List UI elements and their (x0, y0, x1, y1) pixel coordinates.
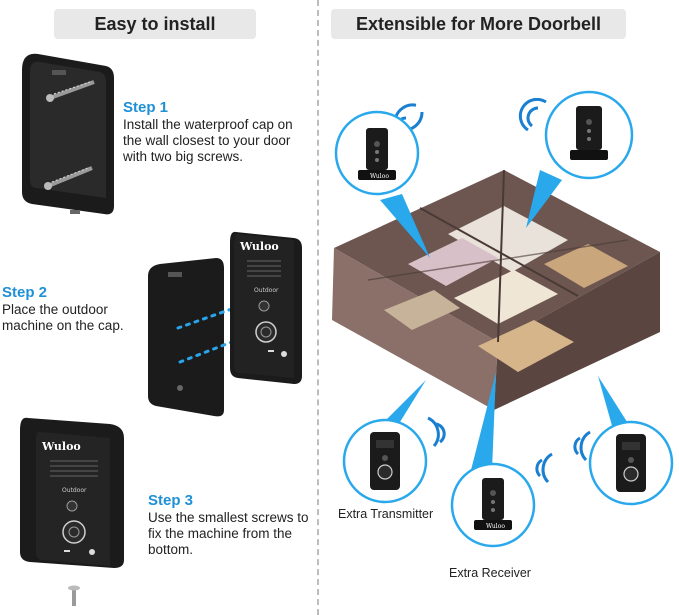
receiver-circle-bottom: Wuloo (450, 462, 536, 548)
screw-icon (44, 166, 93, 190)
transmitter-circle-right (588, 420, 674, 506)
transmitter-circle-left (342, 418, 428, 504)
step-3-title: Step 3 (148, 492, 194, 509)
outdoor-unit-assembly-image: Wuloo Outdoor (148, 231, 302, 417)
device-label: Outdoor (62, 487, 87, 494)
step-1-text: Install the waterproof cap on the wall c… (123, 117, 293, 164)
brand-logo: Wuloo (239, 240, 279, 253)
device-label: Outdoor (254, 287, 279, 294)
caption-extra-transmitter: Extra Transmitter (338, 507, 434, 521)
small-screw-icon (68, 585, 80, 606)
brand-logo: Wuloo (41, 440, 81, 453)
house-cutaway-image (332, 169, 660, 410)
receiver-circle-top-left: Wuloo (334, 110, 420, 196)
doorbell-button-icon (62, 520, 86, 544)
callout-pointers (378, 170, 636, 474)
screw-icon (46, 80, 95, 102)
waterproof-cap-image (22, 53, 114, 215)
step-2-text: Place the outdoor machine on the cap. (2, 302, 124, 333)
wireless-wave-icon (518, 98, 547, 132)
speaker-grille (247, 260, 281, 277)
installed-doorbell-image: Wuloo Outdoor (20, 417, 124, 606)
header-extensible: Extensible for More Doorbell (331, 9, 626, 39)
wireless-wave-icon (573, 430, 591, 462)
step-2: Step 2 Place the outdoor machine on the … (2, 284, 142, 334)
step-1-title: Step 1 (123, 99, 169, 116)
step-3: Step 3 Use the smallest screws to fix th… (148, 492, 318, 558)
brand-logo: Wuloo (486, 523, 505, 530)
step-2-title: Step 2 (2, 284, 48, 301)
receiver-circle-top-right (544, 90, 634, 180)
caption-extra-receiver: Extra Receiver (449, 566, 531, 580)
step-3-text: Use the smallest screws to fix the machi… (148, 510, 309, 557)
header-easy-to-install: Easy to install (54, 9, 256, 39)
wireless-wave-icon (535, 452, 553, 484)
doorbell-button-icon (255, 321, 277, 343)
section-divider (317, 0, 319, 615)
step-1: Step 1 Install the waterproof cap on the… (123, 99, 303, 165)
wireless-wave-icon (427, 416, 446, 447)
speaker-grille (50, 460, 98, 477)
brand-logo: Wuloo (370, 173, 389, 180)
